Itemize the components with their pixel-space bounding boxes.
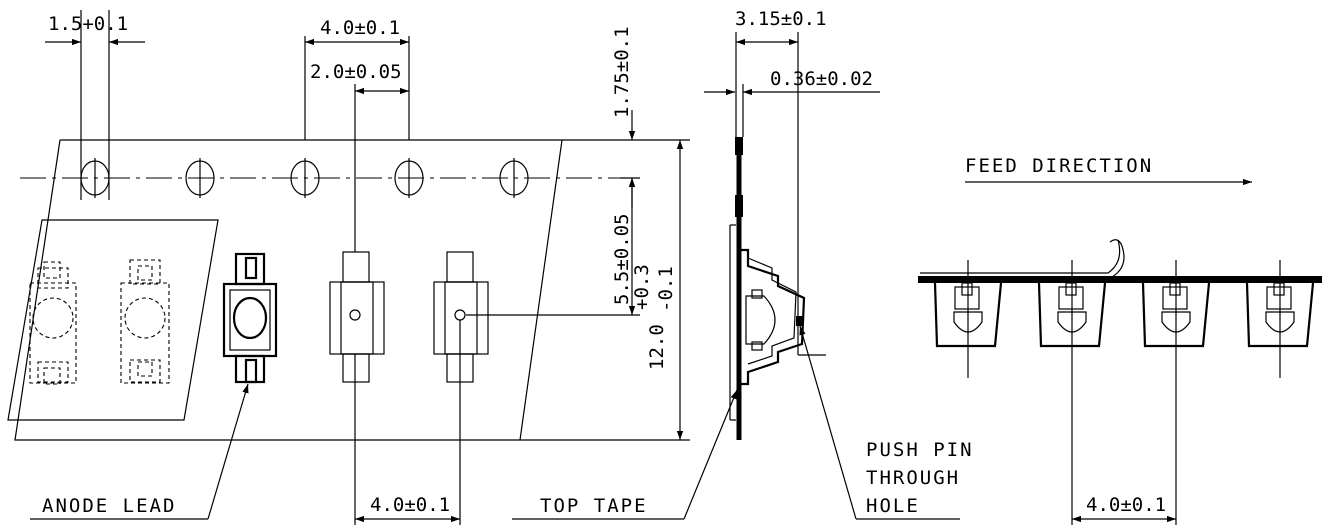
dim-edge-to-hole: 1.75±0.1 [562,26,690,208]
tape-window [7,219,219,421]
carrier-tape-top-view [7,139,620,441]
reel-side-view [918,239,1322,525]
dim-sprocket-pitch: 4.0±0.1 [304,17,410,140]
anode-lead-callout: ANODE LEAD [30,383,249,520]
dim-reel-pitch: 4.0±0.1 [1072,494,1176,523]
push-pin-label-line1: PUSH PIN [866,439,974,461]
feed-direction: FEED DIRECTION [965,155,1252,186]
hidden-component-1 [29,261,77,385]
dim-hole-row-to-pocket: 5.5±0.05 [466,178,640,316]
dim-label: -0.1 [655,266,677,312]
push-pin-label-line2: THROUGH [866,467,960,489]
dim-tape-width: 12.0 +0.3 -0.1 [520,140,690,441]
tape-side-view [729,137,806,440]
dim-label: 5.5±0.05 [611,213,633,305]
anode-lead-label: ANODE LEAD [42,495,176,517]
dim-tape-thickness: 0.36±0.02 [704,68,880,137]
feed-direction-label: FEED DIRECTION [965,155,1153,177]
dim-label: 4.0±0.1 [370,494,450,516]
tape-outline [14,139,563,441]
top-tape-callout: TOP TAPE [512,389,738,520]
push-pin-label-line3: HOLE [866,495,920,517]
dim-sprocket-hole: 1.5+0.1 [45,10,145,200]
empty-pocket [433,251,489,383]
dim-label: 0.36±0.02 [770,68,873,90]
led-component-lens [222,252,278,384]
dim-label: 12.0 [646,324,668,370]
dim-pocket-pitch-bottom: 4.0±0.1 [354,320,461,525]
dim-label: 2.0±0.05 [310,61,402,83]
dim-label: 1.5+0.1 [48,13,128,35]
reel-pocket [1245,260,1315,378]
dim-carrier-depth: 3.15±0.1 [735,8,827,355]
dim-label: 3.15±0.1 [735,8,827,30]
reel-pocket [1141,260,1211,525]
dim-label: 1.75±0.1 [611,26,633,118]
dim-label: 4.0±0.1 [320,17,400,39]
push-pin-callout: PUSH PIN THROUGH HOLE [799,325,974,520]
top-tape-label: TOP TAPE [540,495,648,517]
reel-pocket [1037,260,1107,525]
reel-pocket [933,260,1003,378]
hidden-component-2 [120,259,170,384]
dim-hole-to-pocket: 2.0±0.05 [310,61,409,252]
dim-label: 4.0±0.1 [1086,494,1166,516]
dim-label: +0.3 [631,264,653,310]
empty-pocket [329,251,385,383]
